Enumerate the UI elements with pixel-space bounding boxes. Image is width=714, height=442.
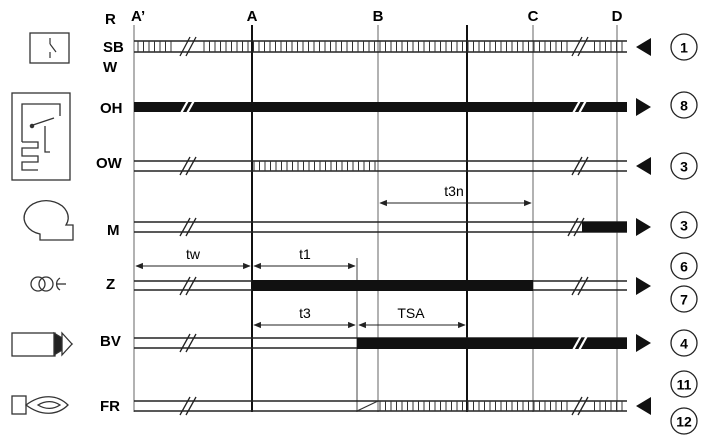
row-label-ow: OW <box>96 155 123 172</box>
row-fr: FR 11 12 <box>11 370 698 435</box>
svg-text:11: 11 <box>677 377 692 393</box>
row-z: Z 6 7 <box>30 252 698 313</box>
row-label-bv: BV <box>100 333 121 350</box>
arrow-out-icon <box>636 334 651 352</box>
ow-hatch <box>253 161 376 171</box>
vertical-gridlines <box>133 25 618 412</box>
svg-text:1: 1 <box>680 40 688 56</box>
flame-detector-icon <box>11 395 69 415</box>
bv-active-bar <box>357 338 627 349</box>
row-label-fr: FR <box>100 398 120 415</box>
row-label-z: Z <box>106 276 115 293</box>
svg-text:4: 4 <box>680 336 688 352</box>
row-label-m: M <box>107 222 120 239</box>
row-sb: R SB W 1 <box>29 11 698 76</box>
ignition-transformer-icon <box>30 276 66 292</box>
relay-contact-icon <box>11 92 71 181</box>
terminal-3: 3 <box>670 152 698 180</box>
thermostat-icon <box>29 32 70 64</box>
fr-ramp <box>356 400 379 412</box>
sb-hatch <box>137 41 623 52</box>
svg-text:3: 3 <box>680 159 688 175</box>
tsa-label: TSA <box>397 305 425 321</box>
row-m: M 3 <box>23 200 698 241</box>
terminal-3: 3 <box>670 211 698 239</box>
timing-tw: tw <box>135 246 251 270</box>
arrow-in-icon <box>636 157 651 175</box>
row-oh: OH 8 <box>100 91 698 119</box>
break-mark <box>179 156 589 176</box>
terminal-4: 4 <box>670 329 698 357</box>
terminal-7: 7 <box>670 285 698 313</box>
row-ow: OW 3 <box>96 152 698 180</box>
row-bv: BV 4 <box>11 329 698 357</box>
break-mark <box>571 333 589 353</box>
terminal-12: 12 <box>670 407 698 435</box>
fr-hatch <box>379 401 623 411</box>
terminal-8: 8 <box>670 91 698 119</box>
row-label-r: R <box>105 11 116 28</box>
column-label-a-prime: A’ <box>131 8 145 25</box>
svg-text:3: 3 <box>680 218 688 234</box>
t3-label: t3 <box>299 305 311 321</box>
column-label-c: C <box>528 8 539 25</box>
break-mark <box>179 217 585 237</box>
t1-label: t1 <box>299 246 311 262</box>
z-active-bar <box>252 280 533 291</box>
timing-t3: t3 <box>253 305 356 329</box>
row-label-w: W <box>103 59 118 76</box>
timing-tsa: TSA <box>358 305 466 329</box>
arrow-in-icon <box>636 38 651 56</box>
row-label-oh: OH <box>100 100 123 117</box>
arrow-in-icon <box>636 397 651 415</box>
svg-text:7: 7 <box>680 292 688 308</box>
terminal-11: 11 <box>670 370 698 398</box>
timing-t1: t1 <box>253 246 358 412</box>
arrow-out-icon <box>636 277 651 295</box>
valve-icon <box>11 331 74 357</box>
row-label-sb: SB <box>103 39 124 56</box>
fan-icon <box>23 200 74 241</box>
terminal-6: 6 <box>670 252 698 280</box>
break-mark <box>179 276 589 296</box>
column-label-b: B <box>373 8 384 25</box>
t3n-label: t3n <box>444 183 463 199</box>
svg-text:12: 12 <box>676 414 692 430</box>
break-mark <box>179 36 589 57</box>
svg-text:8: 8 <box>680 98 688 114</box>
tw-label: tw <box>186 246 201 262</box>
m-active-bar <box>582 222 627 232</box>
oh-active-bar <box>134 102 627 112</box>
svg-text:6: 6 <box>680 259 688 275</box>
break-mark <box>179 333 197 353</box>
column-label-d: D <box>612 8 623 25</box>
break-mark <box>179 96 589 116</box>
timing-t3n: t3n <box>379 183 532 207</box>
arrow-out-icon <box>636 98 651 116</box>
break-mark <box>179 396 589 416</box>
arrow-out-icon <box>636 218 651 236</box>
terminal-1: 1 <box>670 33 698 61</box>
column-label-a: A <box>247 8 258 25</box>
